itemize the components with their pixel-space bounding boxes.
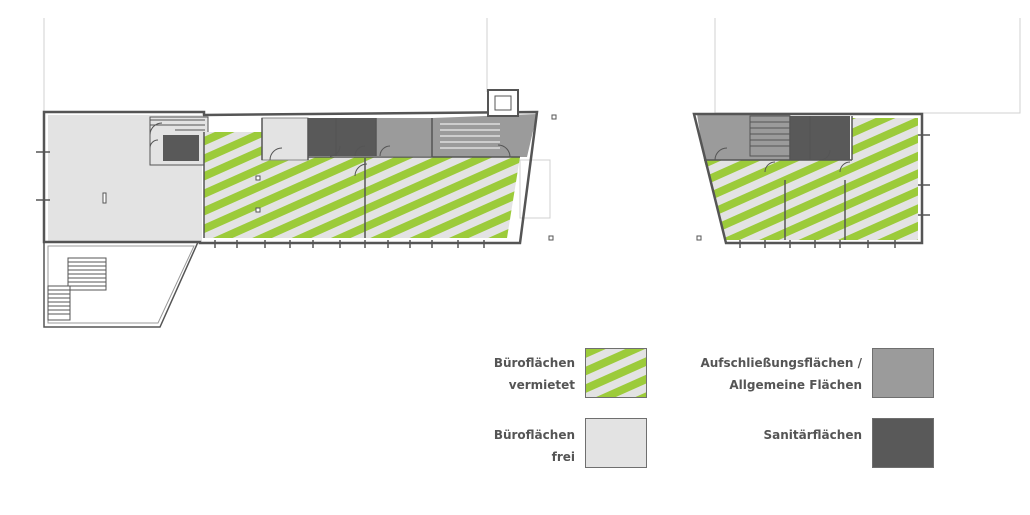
staircase-left [440,123,500,149]
left-floor-plan [36,89,557,328]
legend-swatch-rented [585,348,647,398]
legend-label-rented: Büroflächen vermietet [470,352,575,396]
circulation-block-1 [376,118,432,156]
exterior-stairs [47,257,107,321]
legend-label-circulation: Aufschließungsflächen / Allgemeine Fläch… [680,352,862,396]
legend-label-sanitary: Sanitärflächen [680,424,862,446]
legend-label-free-line1: Büroflächen [493,428,575,442]
office-rented-area-right [704,118,918,240]
sanitary-block-1 [308,118,376,156]
legend-swatch-sanitary [872,418,934,468]
legend-label-free-line2: frei [551,450,575,464]
legend-label-rented-line1: Büroflächen [493,356,575,370]
sanitary-block-right-1 [790,116,810,160]
sanitary-block-2 [163,135,199,161]
legend-swatch-circulation [872,348,934,398]
terrace-outline [43,241,200,328]
corridor-left [261,117,309,161]
legend-swatch-free [585,418,647,468]
legend-label-sanitary-line1: Sanitärflächen [763,428,862,442]
legend-label-circulation-line1: Aufschließungsflächen / [700,356,862,370]
outer-wall-right [692,112,924,245]
right-floor-plan [692,112,930,248]
legend-label-circulation-line2: Allgemeine Flächen [729,378,862,392]
legend-label-free: Büroflächen frei [470,424,575,468]
legend-label-rented-line2: vermietet [508,378,575,392]
office-rented-area-left [204,132,520,238]
sanitary-block-right-2 [810,116,850,160]
